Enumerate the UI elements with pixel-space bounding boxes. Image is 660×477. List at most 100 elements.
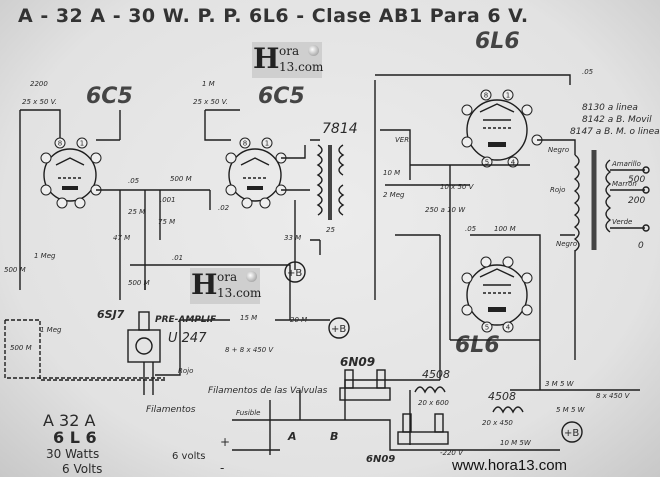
output-note: 8142 a B. Movil	[582, 115, 652, 125]
tap-label: Verde	[612, 218, 632, 226]
pin-label: 8	[58, 140, 62, 148]
tube-6c5-2	[228, 148, 282, 202]
tap-value: 200	[628, 196, 645, 206]
capacitor-label: .01	[172, 254, 183, 262]
tube-label-6c5-2: 6C5	[258, 84, 305, 109]
pin-label: 5	[485, 324, 489, 332]
b-plus-label: +B	[287, 268, 302, 279]
tube-label-6l6-bottom: 6L6	[455, 333, 500, 358]
resistor-label: 25 M	[128, 208, 145, 216]
resistor-label: 2 Meg	[383, 191, 405, 199]
fuse-label: Fusible	[236, 409, 260, 417]
pin-label: 1	[80, 140, 84, 148]
logo-text: ora	[217, 270, 238, 284]
plus-label: +	[220, 435, 230, 449]
capacitor-label: .05	[128, 177, 140, 185]
output-transformer	[573, 150, 650, 252]
resistor-label: 1 M	[202, 80, 215, 88]
rectifier-6n09-2	[397, 413, 449, 445]
resistor-label: 47 M	[113, 234, 130, 242]
wire-label: VER	[395, 136, 409, 144]
logo-text: ora	[279, 44, 300, 58]
watermark-logo: H ora 13.com	[190, 268, 262, 304]
resistor-label: 10 M 5W	[500, 439, 532, 447]
summary-tubes: 6 L 6	[53, 428, 97, 447]
logo-text: 13.com	[217, 286, 262, 300]
tap-value: 500	[628, 175, 645, 185]
summary-volts: 6 Volts	[62, 462, 102, 476]
pin-label: 8	[243, 140, 247, 148]
b-plus-label: +B	[564, 428, 579, 439]
pin-label: 1	[506, 92, 510, 100]
capacitor-label: 8 + 8 x 450 V	[225, 346, 274, 354]
resistor-label: 2200	[30, 80, 48, 88]
capacitor-label: 25 x 50 V.	[193, 98, 228, 106]
choke-label: 4508	[422, 368, 450, 381]
tap-label: Marron	[612, 180, 637, 188]
output-note: 8130 a linea	[582, 103, 638, 113]
resistor-label: 500 M	[4, 266, 26, 274]
capacitor-label: 20 x 450	[482, 419, 513, 427]
potentiometer-label: 500 M	[10, 344, 32, 352]
watermark-logo: H ora 13.com	[252, 42, 324, 78]
capacitor-label: 25 x 50 V.	[22, 98, 57, 106]
voltage-label: -220 V	[440, 449, 464, 457]
tube-label-6c5-1: 6C5	[86, 84, 133, 109]
resistor-label: 10 M	[383, 169, 400, 177]
point-b-label: B	[330, 430, 338, 443]
preamp-label: PRE-AMPLIF	[155, 315, 217, 325]
wire-label: Negro	[548, 146, 569, 154]
globe-icon	[308, 45, 319, 56]
tube-label-6sj7: 6SJ7	[97, 308, 125, 321]
logo-text: 13.com	[279, 60, 324, 74]
wire-label: Rojo	[550, 186, 565, 194]
capacitor-label: .02	[218, 204, 230, 212]
potentiometer-label: 500 M	[128, 279, 150, 287]
capacitor-label: 20 x 600	[418, 399, 449, 407]
preamp-u247	[127, 311, 161, 395]
capacitor-label: 25	[326, 226, 335, 234]
capacitor-label: .05	[582, 68, 594, 76]
output-note: 8147 a B. M. o linea	[570, 127, 660, 137]
resistor-label: 33 M	[284, 234, 301, 242]
pin-label: 4	[506, 324, 511, 332]
watermark-url: www.hora13.com	[452, 457, 568, 474]
resistor-label: 250 a 10 W	[425, 206, 466, 214]
choke-label: 4508	[488, 390, 516, 403]
resistor-label: 20 M	[290, 316, 307, 324]
tube-6l6-top	[466, 99, 528, 161]
resistor-label: 15 M	[240, 314, 257, 322]
logo-letter: H	[191, 268, 218, 301]
minus-label: -	[220, 461, 224, 475]
logo-letter: H	[253, 42, 280, 75]
resistor-label: 100 M	[494, 225, 516, 233]
transformer-label: 7814	[322, 121, 358, 137]
resistor-label: 1 Meg	[34, 252, 56, 260]
resistor-label: 500 M	[170, 175, 192, 183]
rectifier-6n09-1	[339, 369, 391, 401]
filaments-label: Filamentos	[146, 405, 196, 415]
filaments-valves-label: Filamentos de las Valvulas	[208, 386, 328, 396]
pin-label: 8	[484, 92, 488, 100]
resistor-label: 75 M	[158, 218, 175, 226]
preamp-model: U 247	[168, 331, 207, 346]
pin-label: 5	[485, 159, 489, 167]
b-plus-terminals	[284, 261, 583, 443]
wiring	[4, 74, 640, 455]
resistor-label: 1 Meg	[40, 326, 62, 334]
capacitor-label: 10 x 50 V	[440, 183, 475, 191]
wire-label: Negro	[556, 240, 577, 248]
b-plus-label: +B	[331, 324, 346, 335]
capacitor-label: 8 x 450 V	[596, 392, 631, 400]
capacitor-label: .001	[160, 196, 176, 204]
point-a-label: A	[287, 430, 297, 443]
globe-icon	[246, 271, 257, 282]
voltage-label: 6 volts	[172, 451, 206, 462]
wire-label: Rojo	[178, 367, 193, 375]
chokes	[414, 386, 524, 414]
summary-power: 30 Watts	[46, 447, 99, 461]
tube-label-6l6-top: 6L6	[475, 29, 520, 54]
resistor-label: 5 M 5 W	[556, 406, 586, 414]
tap-label: Amarillo	[611, 160, 641, 168]
